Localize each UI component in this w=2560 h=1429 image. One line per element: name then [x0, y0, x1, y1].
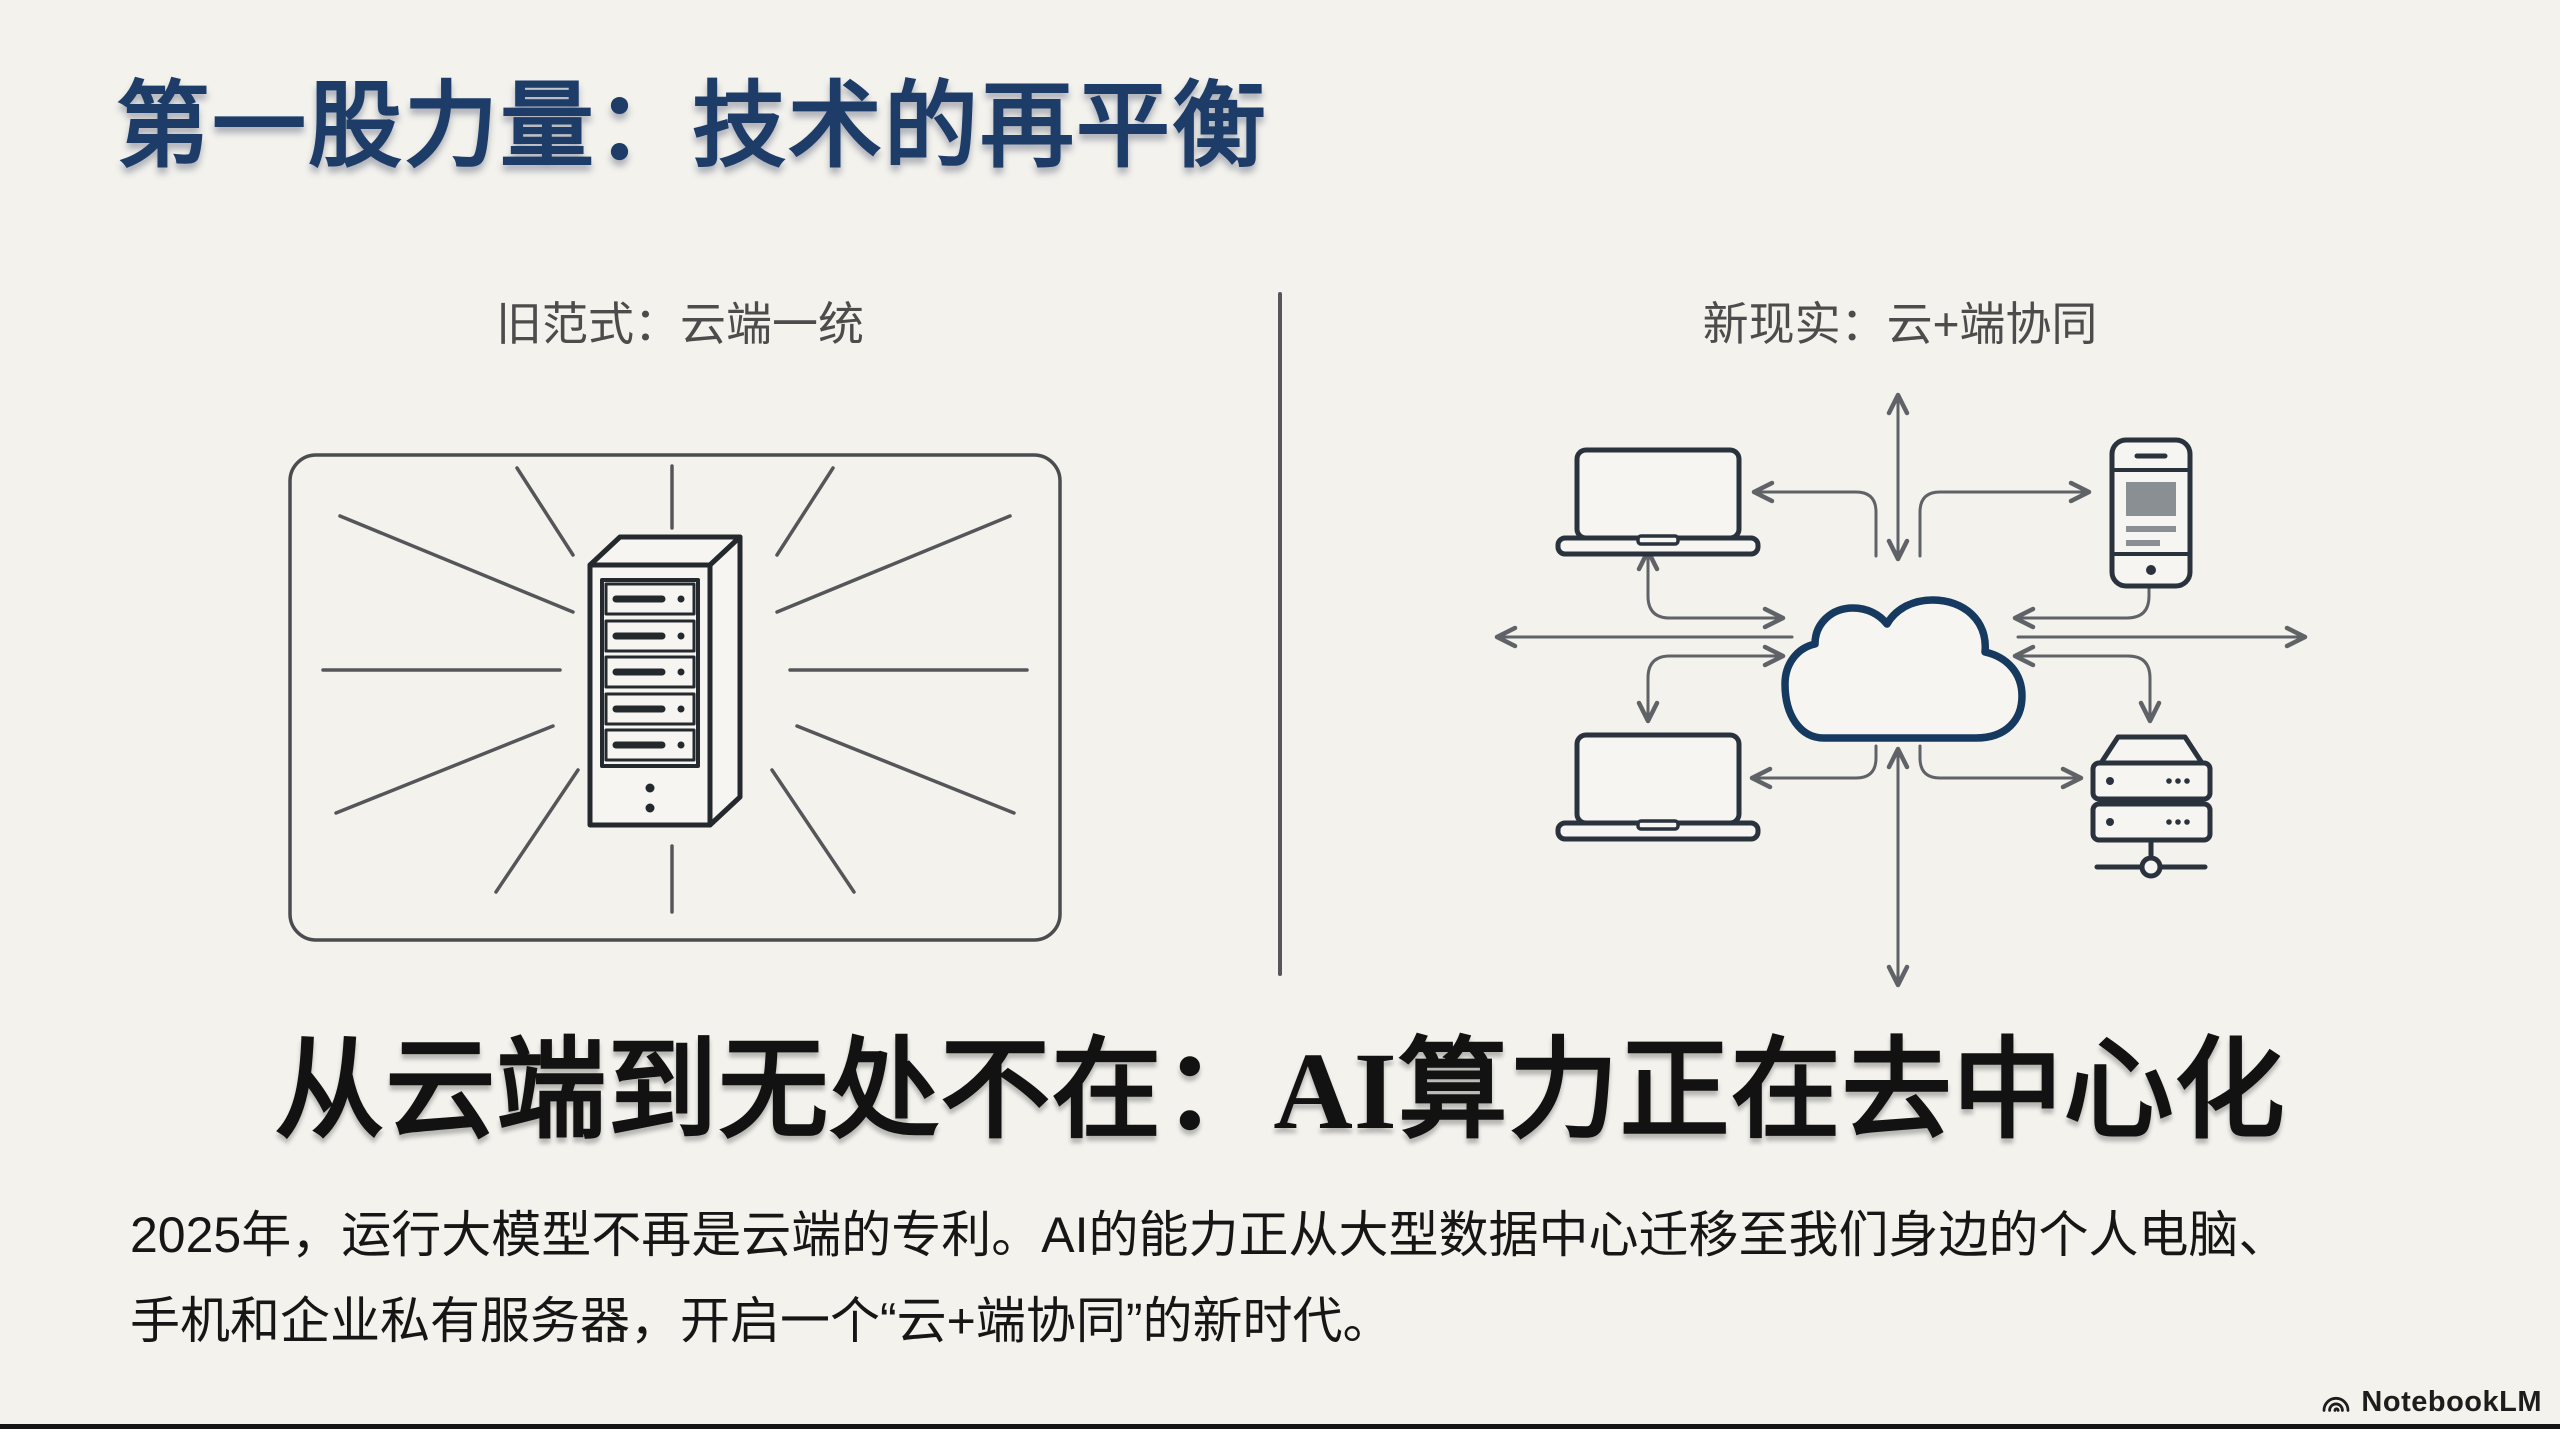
rounded-frame [288, 453, 1062, 942]
cloud-icon [1781, 596, 2026, 742]
old-paradigm-diagram [288, 453, 1062, 942]
new-reality-header: 新现实：云+端协同 [1702, 298, 2098, 350]
notebooklm-badge: NotebookLM [2320, 1386, 2542, 1419]
server-rack-icon [2090, 734, 2213, 879]
body-text: 2025年，运行大模型不再是云端的专利。AI的能力正从大型数据中心迁移至我们身边… [130, 1192, 2470, 1364]
panel-divider [1278, 292, 1282, 976]
page-title: 第一股力量：技术的再平衡 [116, 75, 1269, 179]
server-tower-icon [587, 534, 743, 828]
old-paradigm-header: 旧范式：云端一统 [496, 298, 864, 350]
smartphone-icon [2109, 437, 2193, 589]
laptop-bottom-icon [1555, 732, 1761, 842]
bottom-edge-strip [0, 1424, 2560, 1429]
body-line-1: 2025年，运行大模型不再是云端的专利。AI的能力正从大型数据中心迁移至我们身边… [130, 1207, 2289, 1263]
laptop-top-icon [1555, 447, 1761, 557]
notebooklm-label: NotebookLM [2361, 1386, 2542, 1418]
new-reality-diagram [1494, 392, 2308, 988]
headline: 从云端到无处不在：AI算力正在去中心化 [274, 1030, 2286, 1152]
notebooklm-logo-icon [2323, 1396, 2350, 1412]
body-line-2: 手机和企业私有服务器，开启一个“云+端协同”的新时代。 [130, 1293, 1393, 1349]
radiating-rays-icon [321, 464, 1029, 914]
arrow-network [1494, 392, 2308, 988]
